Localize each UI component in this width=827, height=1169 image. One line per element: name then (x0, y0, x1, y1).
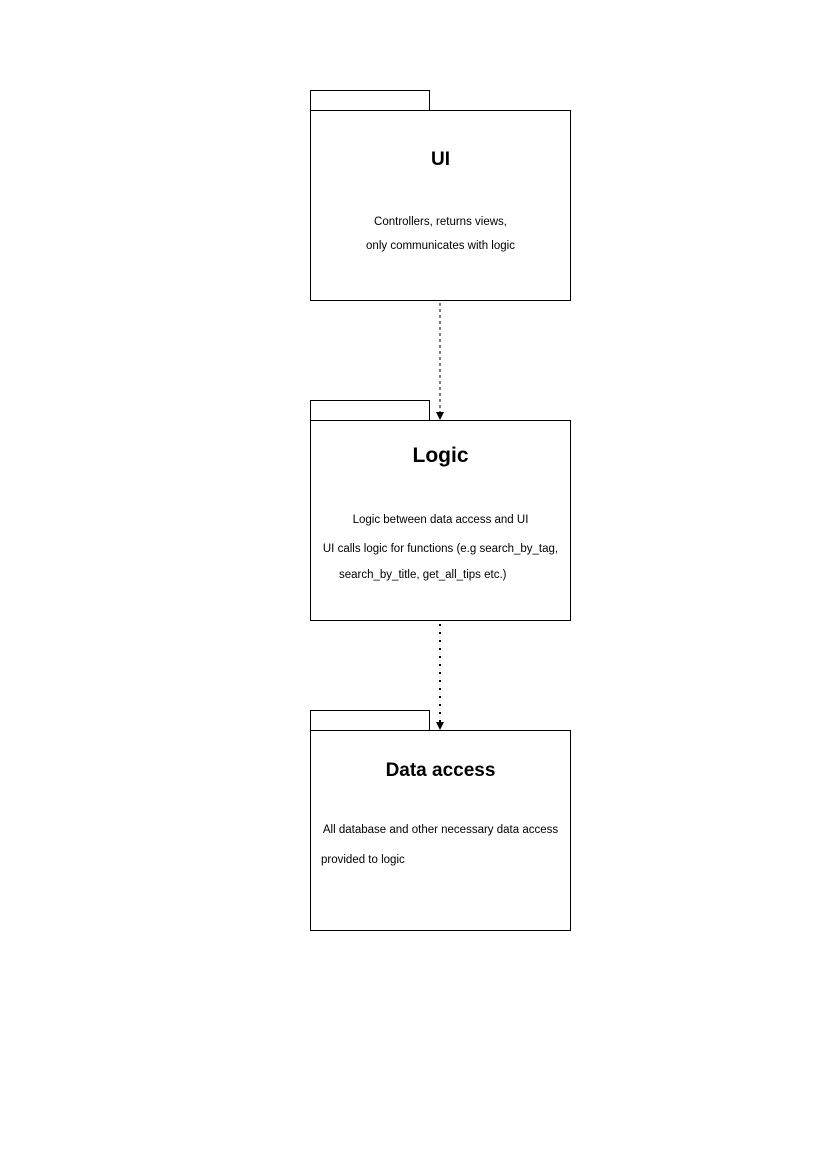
logic-description-line-1: Logic between data access and UI (352, 514, 529, 526)
logic-description-line-3: search_by_title, get_all_tips etc.) (339, 569, 507, 581)
ui-package: UI Controllers, returns views, only comm… (310, 110, 571, 301)
logic-description-line-2: UI calls logic for functions (e.g search… (322, 543, 559, 555)
ui-package-tab (310, 90, 430, 110)
connector-ui-to-logic-arrowhead (436, 412, 444, 420)
connector-logic-to-data-access-arrowhead (436, 722, 444, 730)
data-access-description-line-1: All database and other necessary data ac… (322, 824, 559, 836)
data-access-package: Data access All database and other neces… (310, 730, 571, 931)
logic-package: Logic Logic between data access and UI U… (310, 420, 571, 621)
data-access-package-title: Data access (385, 760, 496, 781)
data-access-package-tab (310, 710, 430, 730)
ui-description-line-2: only communicates with logic (366, 240, 515, 252)
ui-description-line-1: Controllers, returns views, (374, 216, 507, 228)
connector-logic-to-data-access (436, 624, 444, 730)
logic-package-tab (310, 400, 430, 420)
data-access-description-line-2: provided to logic (321, 854, 405, 866)
logic-package-title: Logic (412, 444, 469, 467)
ui-package-title: UI (431, 149, 450, 170)
connector-ui-to-logic (436, 303, 444, 420)
